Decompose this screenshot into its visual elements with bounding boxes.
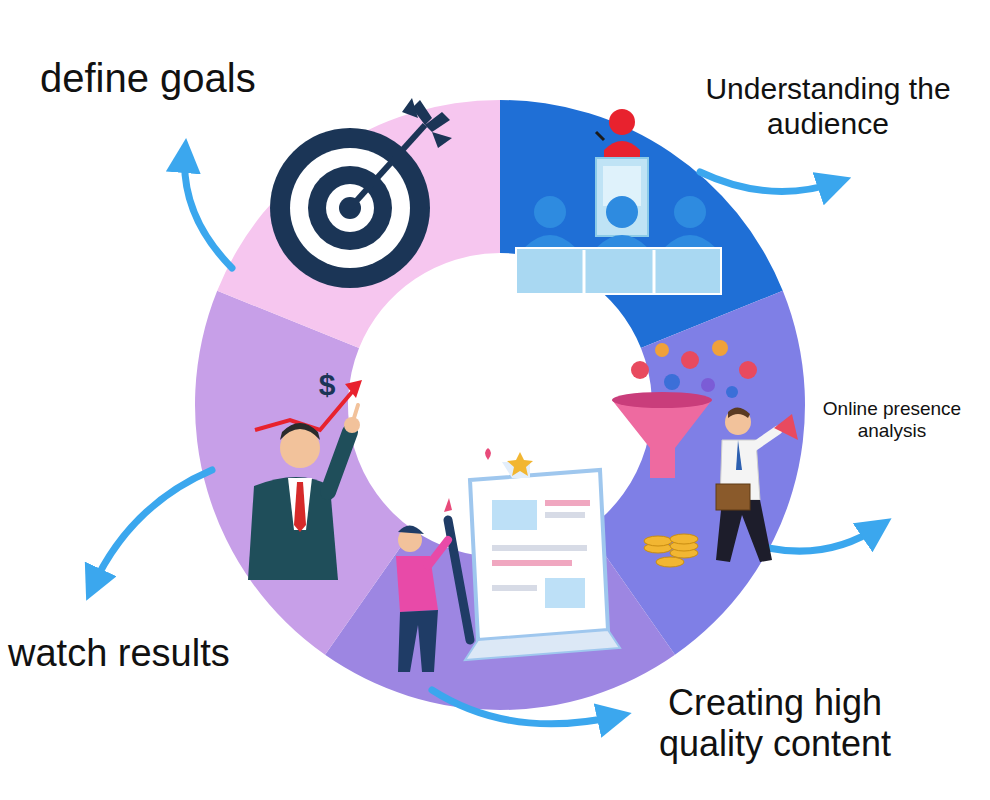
audience-icon [516, 109, 721, 294]
content-figure [396, 448, 620, 672]
step-label: Understanding the audience [680, 72, 976, 141]
step-label: Online presence analysis [800, 398, 984, 442]
currency-symbol: $ [312, 368, 342, 403]
step-label: Creating high quality content [620, 682, 930, 765]
ring-segment [195, 291, 413, 655]
ring-segment [217, 100, 500, 348]
funnel-figure [612, 340, 798, 567]
step-label: watch results [8, 632, 298, 676]
results-figure [248, 380, 362, 580]
step-label: define goals [40, 55, 340, 101]
target-icon [270, 98, 452, 288]
donut-ring [195, 100, 805, 710]
